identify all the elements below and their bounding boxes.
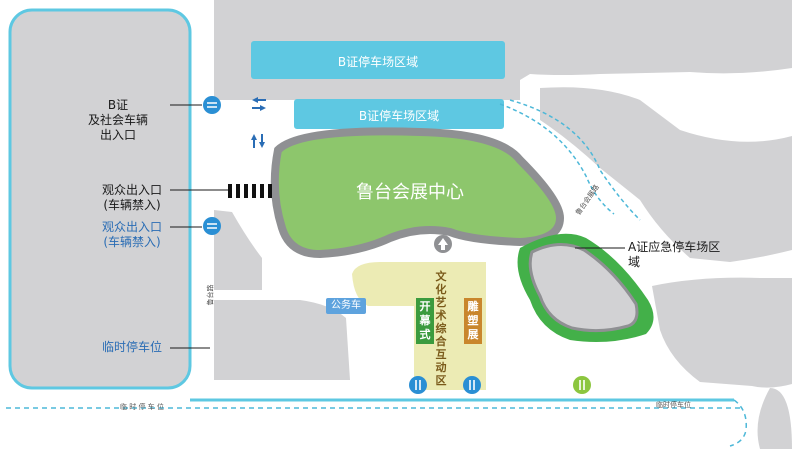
gate-icon bbox=[409, 376, 427, 394]
left-block bbox=[8, 8, 192, 390]
b-entrance-callout: B证 及社会车辆 出入口 bbox=[88, 98, 149, 142]
gate-icon bbox=[203, 217, 221, 235]
venue-name: 鲁台会展中心 bbox=[356, 182, 464, 203]
audience-entrance-callout-blue: 观众出入口 (车辆禁入) bbox=[102, 220, 163, 249]
gate-icon bbox=[203, 96, 221, 114]
interactive-zone-label: 文化艺术综合互动区 bbox=[435, 270, 447, 387]
gate-icon bbox=[463, 376, 481, 394]
direction-arrows bbox=[251, 97, 266, 148]
b-parking-mid-label: B证停车场区域 bbox=[358, 109, 440, 123]
temp-parking-callout: 临时停车位 bbox=[102, 340, 163, 354]
a-zone-inner bbox=[528, 243, 639, 333]
bottom-temp-parking-label: 临时停车位 bbox=[656, 401, 691, 409]
bottom-road-label: 临 时 停 车 位 bbox=[120, 403, 164, 411]
right-upper-block bbox=[540, 87, 792, 262]
up-arrow-icon bbox=[434, 235, 452, 253]
sculpture-label: 雕塑展 bbox=[464, 298, 482, 344]
b-parking-top-label: B证停车场区域 bbox=[337, 55, 419, 69]
right-lower-block bbox=[652, 277, 792, 388]
road-vertical-label: 鲁台路 bbox=[206, 284, 215, 306]
left-small-block bbox=[214, 210, 262, 290]
left-mid-block bbox=[214, 300, 350, 380]
bottom-road-curve bbox=[729, 399, 747, 447]
ring-road-dash-2 bbox=[499, 103, 615, 215]
bottom-right-curve-block bbox=[757, 388, 792, 449]
b-parking-top bbox=[251, 41, 505, 79]
bus-label: 公务车 bbox=[326, 298, 366, 314]
ring-road-dash bbox=[509, 99, 641, 221]
gate-icon bbox=[573, 376, 591, 394]
venue-shape bbox=[270, 127, 565, 259]
b-parking-mid bbox=[294, 99, 504, 129]
opening-label: 开幕式 bbox=[416, 298, 434, 344]
crosswalk bbox=[228, 184, 272, 198]
audience-entrance-callout: 观众出入口 (车辆禁入) bbox=[102, 183, 163, 212]
a-zone-callout: A证应急停车场区域 bbox=[628, 240, 721, 269]
